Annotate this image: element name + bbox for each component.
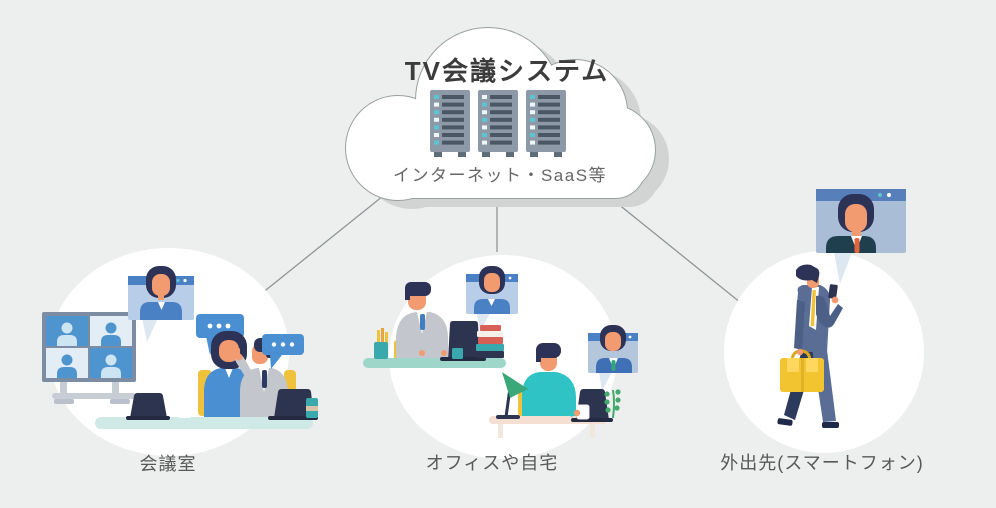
label-on-the-go: 外出先(スマートフォン) (720, 453, 923, 473)
scene-office-or-home (363, 255, 638, 459)
mug-icon-office (452, 348, 463, 359)
businessman-right-arm (816, 295, 843, 328)
connector-left (255, 195, 384, 299)
businessman-left-arm (794, 300, 805, 350)
video-call-window-icon-home (588, 325, 638, 391)
avatar-woman-office (474, 266, 510, 314)
cloud-fill (346, 28, 655, 200)
home-desk-leg (498, 424, 503, 438)
desk-lamp-icon (496, 372, 528, 419)
speech-bubble-icon-2 (262, 334, 304, 369)
server-icon-3 (526, 90, 566, 157)
pen-cup-icon (374, 328, 388, 359)
avatar-man-home (596, 325, 632, 373)
laptop-icon-left-2 (268, 389, 318, 420)
server-icon-2 (478, 90, 518, 157)
avatar-man-mobile (826, 194, 876, 253)
scene-on-the-go (724, 189, 924, 453)
cloud-shape: TV会議システム (345, 27, 669, 209)
laptop-icon-left-1 (126, 393, 170, 420)
person-man-office (394, 282, 448, 362)
video-call-window-icon-mobile (816, 189, 906, 284)
cloud-title: TV会議システム (405, 56, 609, 86)
smartphone-icon (828, 284, 838, 299)
video-call-window-icon-left (128, 266, 194, 342)
tv-stand (52, 382, 136, 404)
server-icons (430, 90, 566, 157)
server-icon-1 (430, 90, 470, 157)
mug-icon-meeting (178, 404, 196, 418)
person-businessman-walking (777, 264, 843, 428)
avatar-woman (140, 266, 182, 320)
home-desk-leg (590, 424, 595, 438)
book-stack-icon (476, 325, 504, 358)
home-worker-hand (573, 409, 581, 417)
label-office-or-home: オフィスや自宅 (426, 453, 559, 473)
tv-videocall-grid-icon (42, 312, 136, 404)
home-worker-arm (555, 398, 576, 417)
label-meeting-room: 会議室 (140, 454, 197, 474)
briefcase-icon (780, 349, 824, 392)
scene-meeting-room (42, 248, 318, 456)
video-call-window-icon-office (466, 266, 518, 332)
plant-icon (604, 389, 621, 419)
connector-right (606, 194, 742, 304)
cloud-subtitle: インターネット・SaaS等 (393, 166, 607, 185)
tumbler-icon (306, 398, 318, 418)
